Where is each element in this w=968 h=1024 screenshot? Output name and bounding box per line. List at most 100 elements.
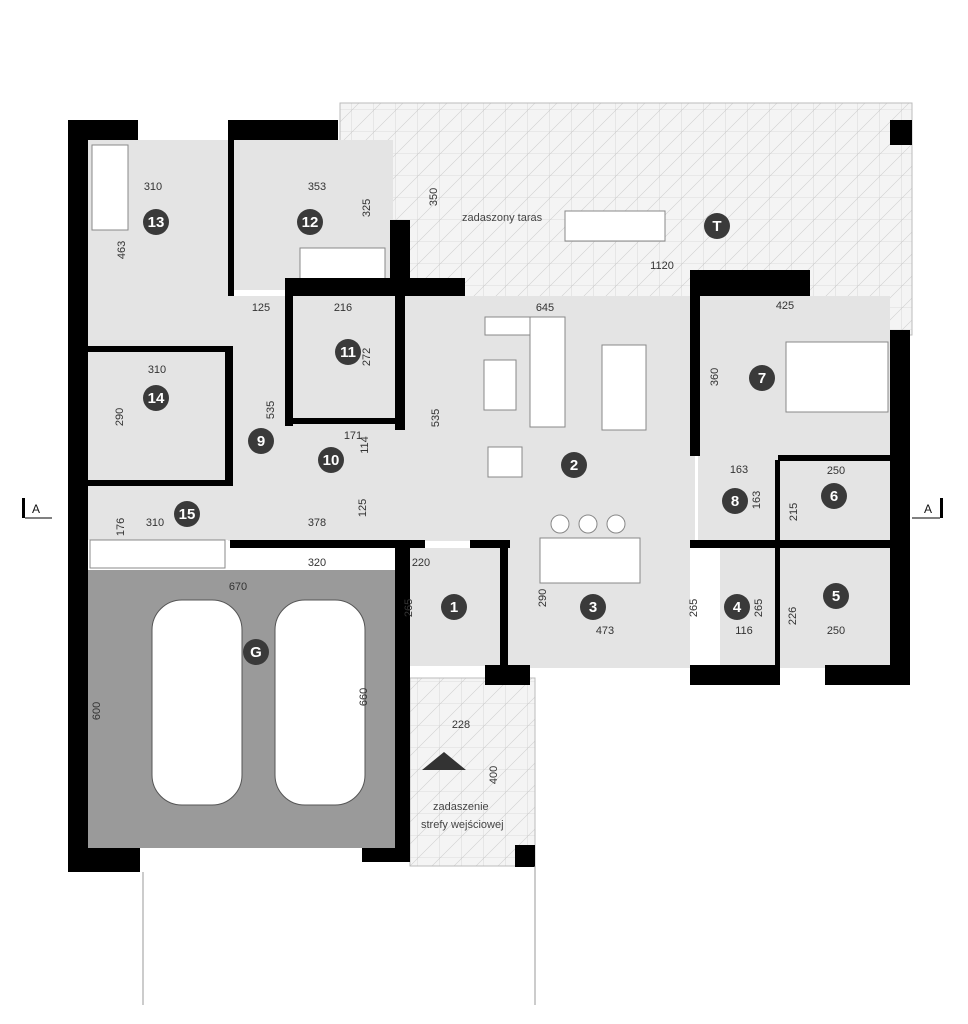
room-marker-circle xyxy=(318,447,344,473)
room-marker-circle xyxy=(243,639,269,665)
room-number: T xyxy=(712,218,721,235)
room-number: 10 xyxy=(323,452,340,469)
dimension-label: 163 xyxy=(730,464,748,476)
room-marker-14: 14 xyxy=(143,385,169,411)
dimension-label: 176 xyxy=(115,518,127,536)
car-left xyxy=(151,599,243,806)
dimension-label: 660 xyxy=(358,688,370,706)
room-marker-circle xyxy=(722,488,748,514)
dimension-label: 645 xyxy=(536,302,554,314)
dimension-label: 250 xyxy=(827,625,845,637)
room-marker-circle xyxy=(561,452,587,478)
dimension-label: 670 xyxy=(229,581,247,593)
room-marker-10: 10 xyxy=(318,447,344,473)
room-marker-circle xyxy=(248,428,274,454)
dimension-label: 310 xyxy=(144,181,162,193)
room-marker-11: 11 xyxy=(335,339,361,365)
room-marker-7: 7 xyxy=(749,365,775,391)
room-marker-3: 3 xyxy=(580,594,606,620)
dimension-label: 325 xyxy=(361,199,373,217)
furniture xyxy=(89,144,889,806)
room-number: 4 xyxy=(733,599,742,616)
room-number: 13 xyxy=(148,214,165,231)
room-marker-13: 13 xyxy=(143,209,169,235)
room-marker-1: 1 xyxy=(441,594,467,620)
dimension-label: 215 xyxy=(788,503,800,521)
room-marker-circle xyxy=(580,594,606,620)
room-number: 7 xyxy=(758,370,766,387)
room-number: 8 xyxy=(731,493,739,510)
room-number: 15 xyxy=(179,506,196,523)
dimension-label: 290 xyxy=(537,589,549,607)
room-marker-circle xyxy=(823,583,849,609)
dimension-label: 216 xyxy=(334,302,352,314)
room-number: 6 xyxy=(830,488,838,505)
room-number: 2 xyxy=(570,457,578,474)
dimension-label: 360 xyxy=(709,368,721,386)
room-number: 1 xyxy=(450,599,458,616)
room-number: 3 xyxy=(589,599,597,616)
dimension-label: 114 xyxy=(359,436,371,454)
room-marker-circle xyxy=(749,365,775,391)
dimension-label: 250 xyxy=(827,465,845,477)
room-marker-circle xyxy=(174,501,200,527)
room-marker-2: 2 xyxy=(561,452,587,478)
dimension-label: 265 xyxy=(403,599,415,617)
dimension-label: 463 xyxy=(116,241,128,259)
dimension-label: 290 xyxy=(114,408,126,426)
svg-text:A: A xyxy=(32,502,40,516)
dimension-label: 265 xyxy=(753,599,765,617)
room-number: 5 xyxy=(832,588,840,605)
dimension-label: 228 xyxy=(452,719,470,731)
svg-text:A: A xyxy=(924,502,932,516)
car-right xyxy=(274,599,366,806)
dimension-label: 116 xyxy=(735,625,753,637)
dimension-label: 220 xyxy=(412,557,430,569)
dimension-label: 350 xyxy=(428,188,440,206)
room-marker-8: 8 xyxy=(722,488,748,514)
entrance-arrow-icon xyxy=(422,752,466,770)
entrance-label-2: strefy wejściowej xyxy=(421,819,504,831)
entrance-canopy xyxy=(409,677,536,867)
section-marker-right: A xyxy=(912,498,943,519)
dimension-label: 400 xyxy=(488,766,500,784)
room-marker-6: 6 xyxy=(821,483,847,509)
dimension-label: 473 xyxy=(596,625,614,637)
room-marker-5: 5 xyxy=(823,583,849,609)
room-marker-T: T xyxy=(704,213,730,239)
dimension-label: 163 xyxy=(751,491,763,509)
dimension-label: 226 xyxy=(787,607,799,625)
room-marker-12: 12 xyxy=(297,209,323,235)
room-number: 12 xyxy=(302,214,319,231)
room-marker-G: G xyxy=(243,639,269,665)
dimension-label: 265 xyxy=(688,599,700,617)
dimension-label: 535 xyxy=(265,401,277,419)
dimension-label: 310 xyxy=(146,517,164,529)
room-marker-15: 15 xyxy=(174,501,200,527)
dimension-label: 600 xyxy=(91,702,103,720)
room-marker-9: 9 xyxy=(248,428,274,454)
room-marker-circle xyxy=(724,594,750,620)
room-marker-circle xyxy=(704,213,730,239)
section-marker-left: A xyxy=(22,498,52,519)
dimension-label: 378 xyxy=(308,517,326,529)
room-number: 9 xyxy=(257,433,265,450)
room-marker-circle xyxy=(821,483,847,509)
dimension-label: 272 xyxy=(361,348,373,366)
dimension-label: 535 xyxy=(430,409,442,427)
room-marker-circle xyxy=(143,209,169,235)
walls xyxy=(68,120,912,872)
room-marker-circle xyxy=(335,339,361,365)
room-number: 14 xyxy=(148,390,165,407)
dimension-label: 310 xyxy=(148,364,166,376)
room-number: G xyxy=(250,644,262,661)
dimension-label: 125 xyxy=(357,499,369,517)
dimension-label: 425 xyxy=(776,300,794,312)
room-marker-circle xyxy=(143,385,169,411)
terrace-label: zadaszony taras xyxy=(462,212,543,224)
dimension-label: 171 xyxy=(344,430,362,442)
room-marker-4: 4 xyxy=(724,594,750,620)
dimension-label: 320 xyxy=(308,557,326,569)
